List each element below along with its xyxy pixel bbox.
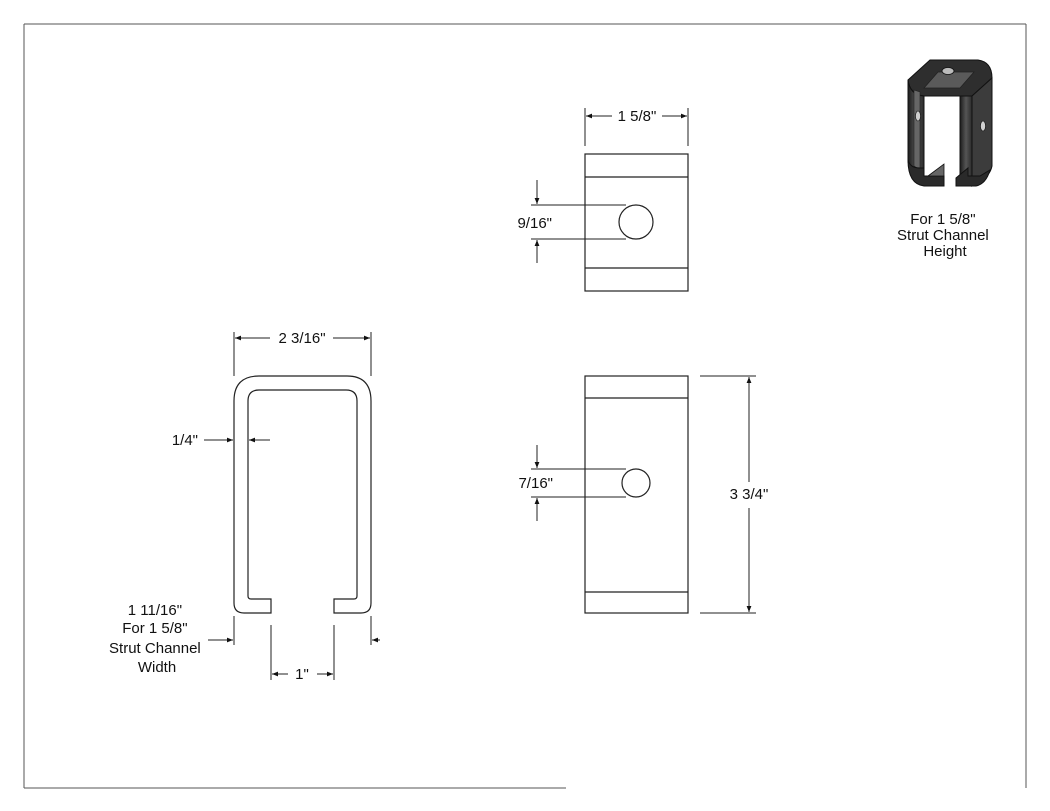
width-dimension: 2 3/16" (233, 330, 372, 376)
lip-label-line-1: 1 11/16" (128, 602, 182, 619)
height-label: 3 3/4" (730, 486, 769, 503)
top-hole-dimension: 9/16" (517, 180, 626, 263)
lip-dimension: 1 11/16" For 1 5/8" Strut Channel Width (109, 602, 380, 676)
side-view: 7/16" 3 3/4" (518, 375, 769, 614)
top-hole-label: 9/16" (517, 215, 552, 232)
iso-view: For 1 5/8" Strut Channel Height (897, 59, 993, 260)
iso-caption-line-2: Strut Channel (897, 227, 989, 244)
top-view: 1 5/8" 9/16" (517, 108, 689, 292)
height-dimension: 3 3/4" (700, 375, 769, 614)
channel-profile (233, 375, 372, 614)
top-width-dimension: 1 5/8" (584, 108, 689, 146)
lip-label-line-2: For 1 5/8" (122, 620, 187, 637)
top-width-label: 1 5/8" (618, 108, 657, 125)
side-hole (621, 468, 651, 498)
iso-bracket-illustration (907, 59, 993, 187)
iso-caption: For 1 5/8" Strut Channel Height (897, 211, 993, 260)
opening-dimension: 1" (270, 625, 335, 683)
lip-label: 1 11/16" For 1 5/8" Strut Channel Width (109, 602, 205, 676)
wall-dimension: 1/4" (172, 432, 270, 449)
side-hole-label: 7/16" (518, 475, 553, 492)
iso-caption-line-3: Height (923, 243, 967, 260)
lip-label-line-3: Strut Channel (109, 640, 201, 657)
top-hole (618, 204, 654, 240)
front-view: 2 3/16" 1/4" 1 11/16" For 1 5/8" Strut C… (109, 330, 380, 683)
wall-label: 1/4" (172, 432, 198, 449)
iso-caption-line-1: For 1 5/8" (910, 211, 975, 228)
opening-label: 1" (295, 666, 309, 683)
sheet-frame (23, 23, 1027, 789)
width-label: 2 3/16" (278, 330, 325, 347)
side-hole-dimension: 7/16" (518, 445, 626, 521)
lip-label-line-4: Width (138, 659, 176, 676)
